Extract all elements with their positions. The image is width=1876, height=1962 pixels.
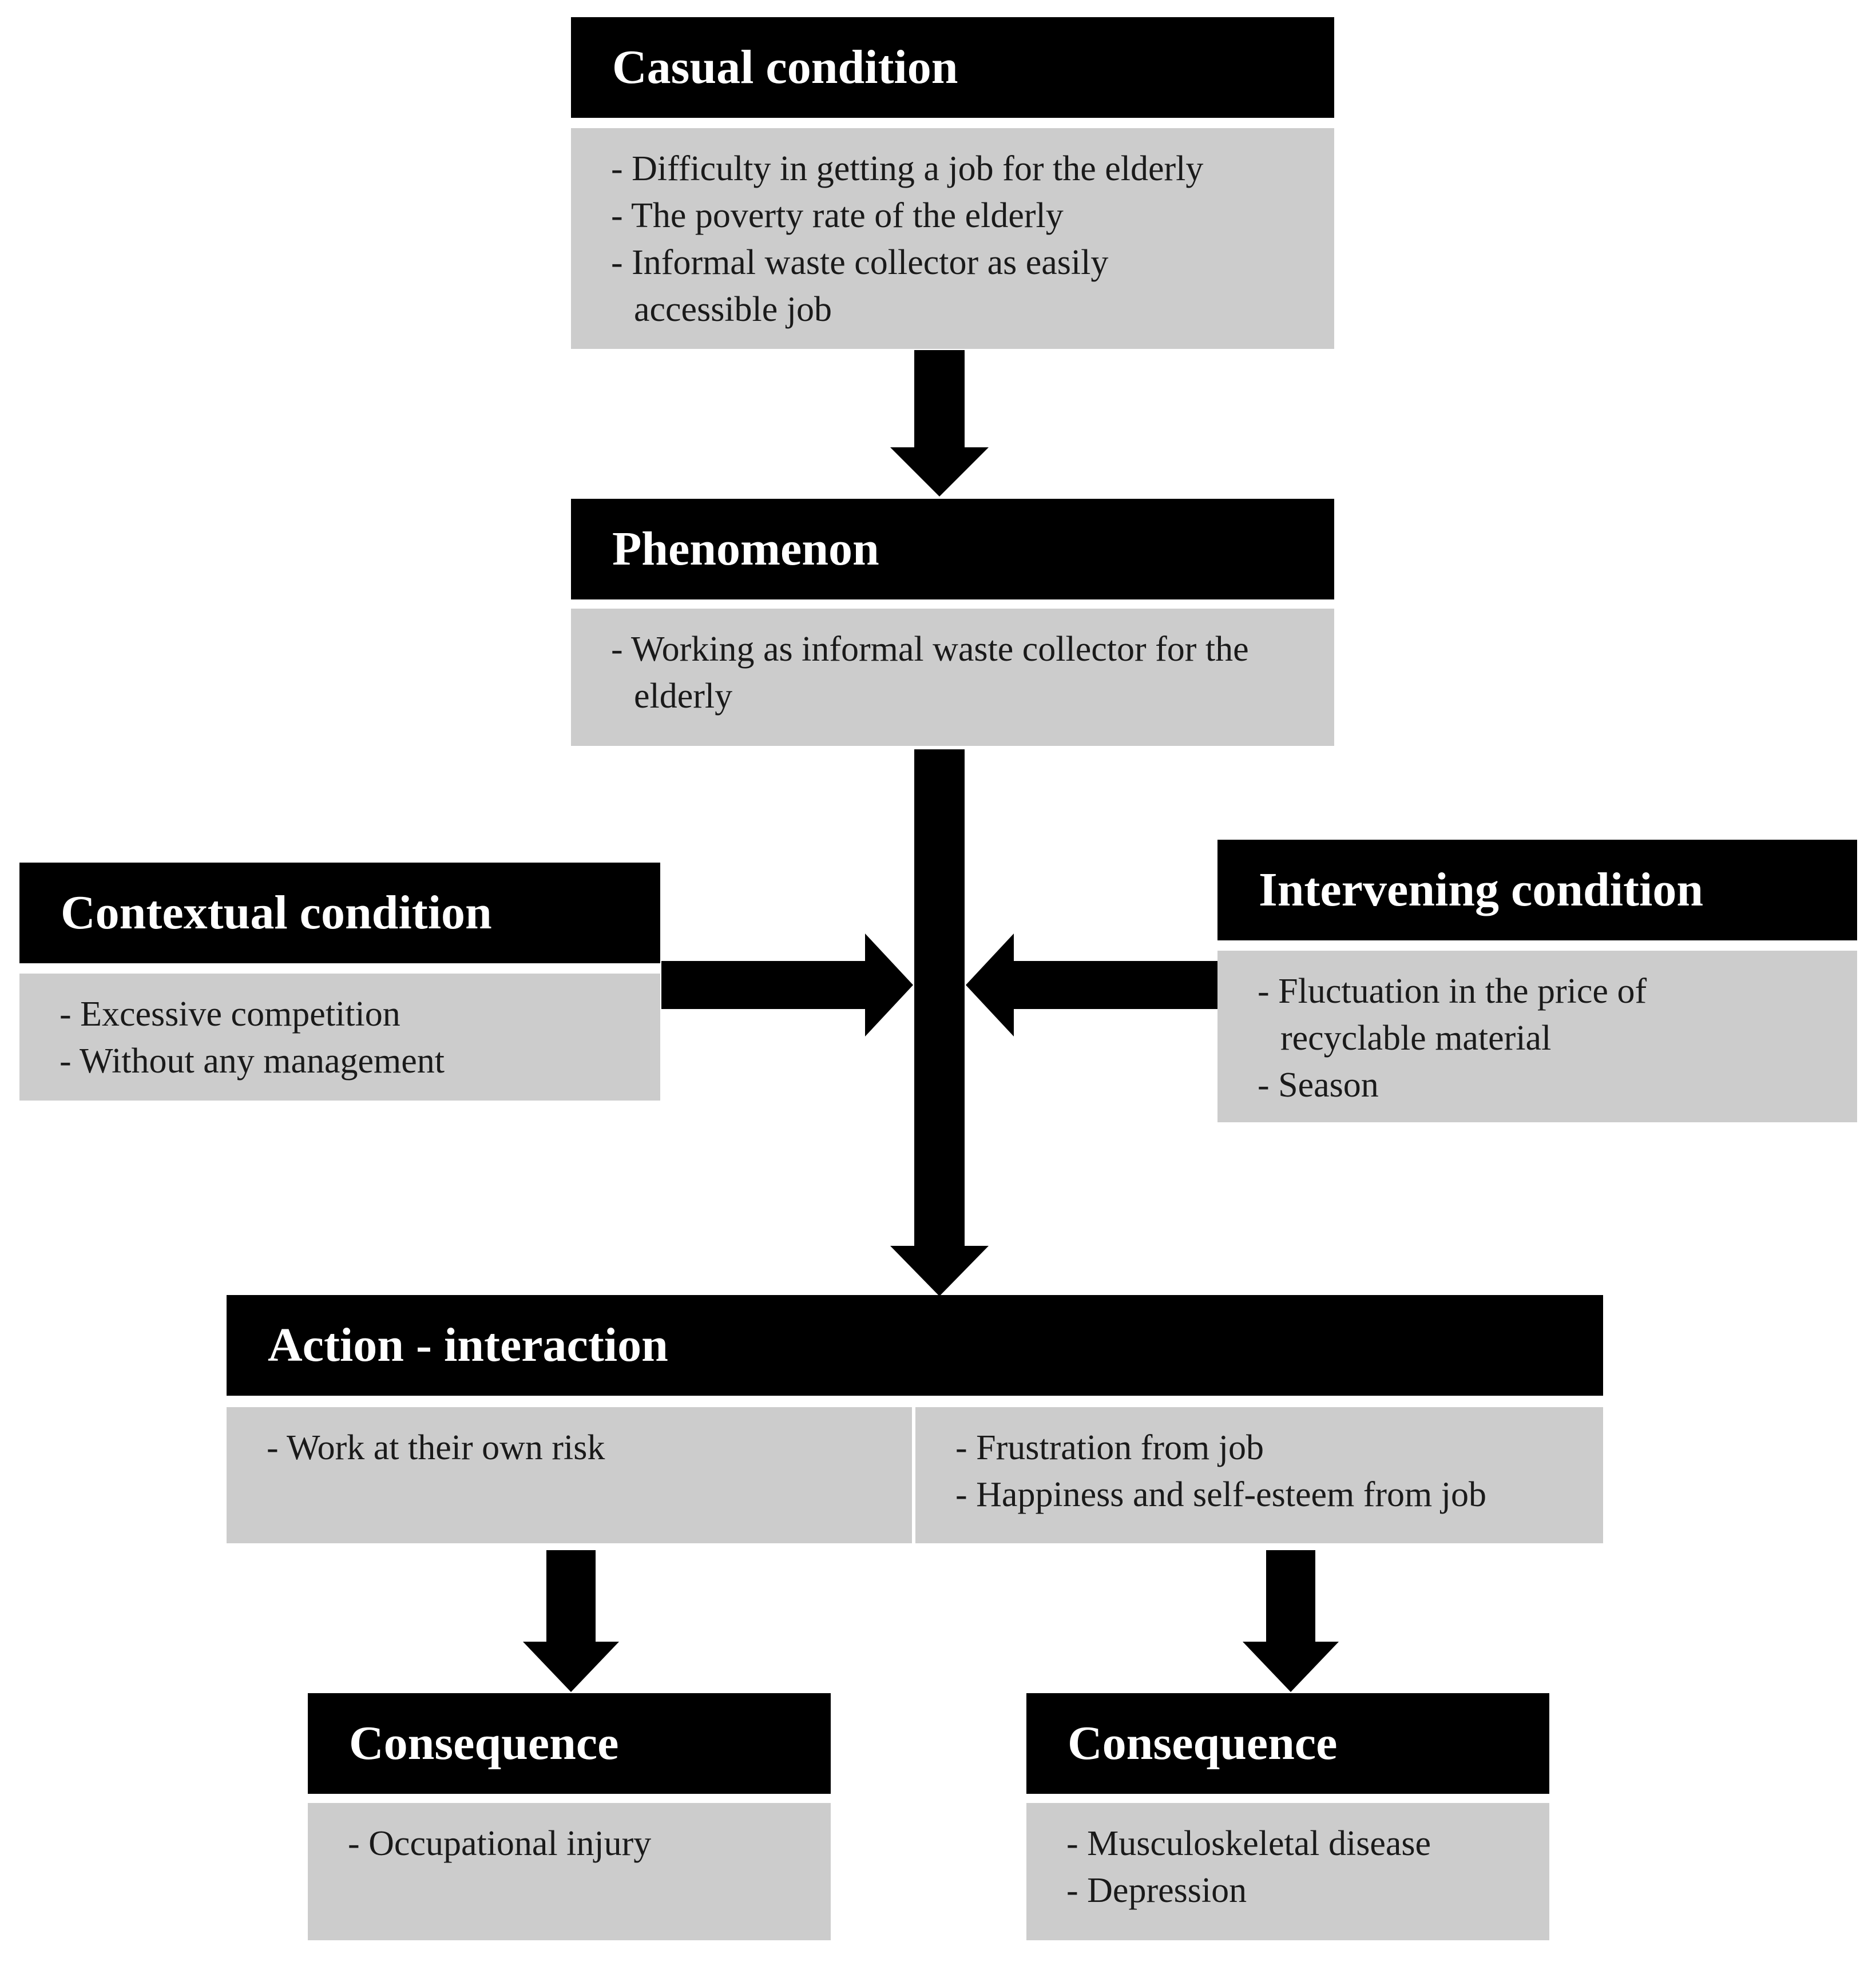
list-item: - Fluctuation in the price of recyclable…: [1258, 972, 1647, 1058]
arrow-action-to-consequence-right: [1243, 1550, 1339, 1692]
list-item: - Occupational injury: [348, 1824, 652, 1863]
arrow-causal-to-phenomenon: [890, 350, 989, 497]
phenomenon-title: Phenomenon: [571, 499, 1334, 599]
consequence-left-box: Consequence - Occupational injury: [308, 1693, 831, 1940]
consequence-right-body: - Musculoskeletal disease - Depression: [1026, 1803, 1549, 1940]
phenomenon-box: Phenomenon - Working as informal waste c…: [571, 499, 1334, 746]
consequence-right-box: Consequence - Musculoskeletal disease - …: [1026, 1693, 1549, 1940]
intervening-condition-title: Intervening condition: [1217, 840, 1857, 940]
list-item: - Difficulty in getting a job for the el…: [611, 149, 1204, 188]
list-item: - Informal waste collector as easily acc…: [611, 243, 1109, 329]
arrow-contextual-to-center: [661, 934, 913, 1036]
causal-condition-body: - Difficulty in getting a job for the el…: [571, 128, 1334, 349]
action-interaction-title: Action - interaction: [227, 1295, 1603, 1396]
arrow-phenomenon-to-action: [890, 749, 989, 1296]
action-interaction-body-right: - Frustration from job - Happiness and s…: [915, 1407, 1603, 1543]
list-item: - The poverty rate of the elderly: [611, 196, 1064, 235]
consequence-right-title: Consequence: [1026, 1693, 1549, 1794]
arrow-intervening-to-center: [966, 934, 1217, 1036]
consequence-left-title: Consequence: [308, 1693, 831, 1794]
causal-condition-box: Casual condition - Difficulty in getting…: [571, 17, 1334, 349]
causal-condition-title: Casual condition: [571, 17, 1334, 118]
list-item: - Season: [1258, 1066, 1379, 1105]
list-item: - Without any management: [60, 1042, 445, 1081]
list-item: - Working as informal waste collector fo…: [611, 630, 1249, 716]
consequence-left-body: - Occupational injury: [308, 1803, 831, 1940]
intervening-condition-box: Intervening condition - Fluctuation in t…: [1217, 840, 1857, 1122]
list-item: - Depression: [1066, 1871, 1247, 1910]
action-body-divider: [912, 1407, 915, 1543]
arrow-action-to-consequence-left: [523, 1550, 619, 1692]
list-item: - Frustration from job: [955, 1428, 1264, 1467]
phenomenon-body: - Working as informal waste collector fo…: [571, 609, 1334, 746]
intervening-condition-body: - Fluctuation in the price of recyclable…: [1217, 951, 1857, 1122]
contextual-condition-box: Contextual condition - Excessive competi…: [19, 863, 660, 1101]
action-interaction-box: Action - interaction - Work at their own…: [227, 1295, 1603, 1543]
list-item: - Excessive competition: [60, 995, 400, 1034]
list-item: - Happiness and self-esteem from job: [955, 1475, 1487, 1514]
action-interaction-body-left: - Work at their own risk: [227, 1407, 912, 1543]
list-item: - Musculoskeletal disease: [1066, 1824, 1431, 1863]
contextual-condition-body: - Excessive competition - Without any ma…: [19, 974, 660, 1101]
contextual-condition-title: Contextual condition: [19, 863, 660, 963]
list-item: - Work at their own risk: [267, 1428, 605, 1467]
